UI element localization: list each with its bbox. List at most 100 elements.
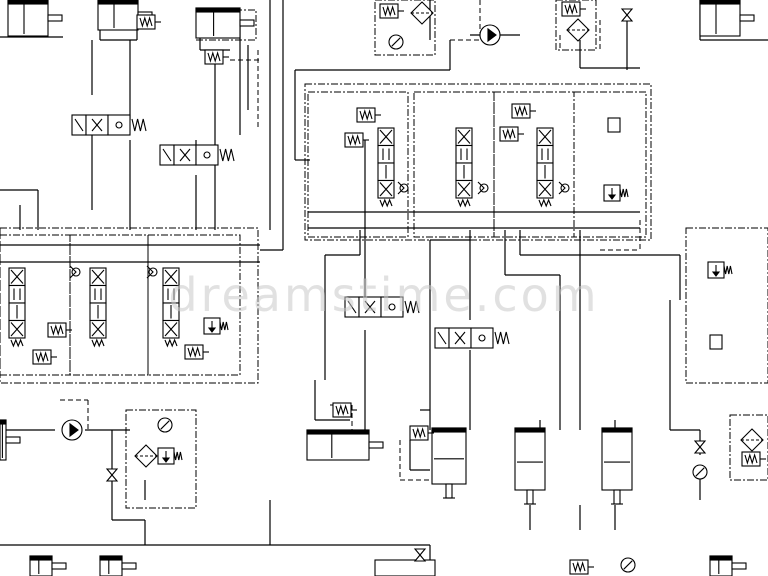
spring [50, 324, 64, 336]
filter-icon [566, 18, 590, 42]
cylinder-barrel [601, 427, 633, 491]
manifold-block [374, 559, 436, 576]
spring [457, 198, 471, 208]
spring [139, 16, 153, 28]
manifold-block [374, 0, 436, 56]
filter-icon [134, 444, 158, 468]
pressure-gauge-icon [157, 417, 173, 433]
piston-rod [445, 483, 453, 499]
check-seat [558, 181, 566, 195]
port [203, 151, 211, 159]
flow-arrow [179, 148, 191, 162]
solenoid-valve-icon [434, 327, 510, 349]
spring [347, 134, 361, 146]
manifold-block [573, 91, 647, 238]
manifold-block [307, 91, 409, 238]
manifold-block [69, 234, 149, 376]
spring [10, 338, 24, 348]
shutoff-body [413, 548, 427, 562]
spring [538, 198, 552, 208]
manifold-block [555, 0, 597, 51]
flow-arrow [10, 322, 24, 337]
cylinder-cap [709, 555, 733, 561]
spring [219, 321, 229, 331]
spring [723, 265, 733, 275]
shutoff-body [105, 468, 119, 482]
check-seat [146, 265, 154, 279]
hydraulic-cylinder-icon [306, 429, 384, 461]
hydraulic-pump-icon [479, 24, 501, 46]
check-seat [69, 265, 77, 279]
directional-valve-icon [89, 267, 107, 348]
manifold-block [685, 227, 768, 384]
relief-valve-icon [332, 402, 357, 418]
relief-valve-icon [741, 451, 766, 467]
cylinder-barrel [97, 0, 139, 31]
cylinder-cap [7, 0, 49, 5]
flow-arrow [379, 129, 393, 144]
pressure-gauge-icon [692, 464, 708, 480]
check-valve-icon [397, 181, 409, 195]
flow-arrow [538, 129, 552, 144]
check-seat [477, 181, 485, 195]
flow-arrow [164, 269, 178, 284]
filter-icon [740, 428, 764, 452]
hydraulic-cylinder-icon [601, 427, 633, 505]
gauge-needle [623, 560, 633, 570]
pressure-gauge-icon [388, 34, 404, 50]
solenoid-coil [74, 118, 84, 132]
piston-rod [239, 19, 255, 27]
relief-valve-icon [379, 3, 404, 19]
relief-valve-icon [511, 103, 536, 119]
relief-valve-icon [184, 344, 209, 360]
cylinder-barrel [431, 427, 467, 485]
check-valve-icon [146, 265, 158, 279]
valve-envelope [89, 284, 107, 304]
flow-arrow [91, 269, 105, 284]
port [115, 121, 123, 129]
spring [744, 453, 758, 465]
relief-valve-icon [32, 349, 57, 365]
flow-arrow [457, 182, 471, 197]
flow-arrow [91, 322, 105, 337]
valve-envelope [162, 284, 180, 304]
solenoid-coil [437, 331, 447, 345]
spring [412, 427, 426, 439]
flow-arrow [454, 331, 466, 345]
spring [164, 338, 178, 348]
cylinder-cap [99, 555, 123, 561]
relief-arrowhead [607, 194, 617, 200]
valve-envelope [377, 144, 395, 164]
flow-arrow [538, 182, 552, 197]
shutoff-body [693, 440, 707, 454]
spring [404, 300, 420, 314]
spring [514, 105, 528, 117]
cylinder-cap [0, 419, 7, 425]
solenoid-valve-icon [344, 296, 420, 318]
directional-valve-icon [162, 267, 180, 348]
gauge-needle [695, 467, 705, 477]
valve-envelope [8, 284, 26, 304]
hydraulic-cylinder-icon [0, 419, 21, 461]
cylinder-cap [195, 7, 241, 13]
shutoff-valve-icon [620, 8, 634, 22]
relief-valve-icon [356, 107, 381, 123]
pilot-valve [607, 117, 621, 133]
manifold-block [729, 414, 768, 481]
relief-valve-icon [136, 14, 161, 30]
port [478, 334, 486, 342]
cylinder-cap [699, 0, 741, 5]
hydraulic-cylinder-icon [97, 0, 153, 31]
solenoid-valve-icon [159, 144, 235, 166]
cylinder-barrel [0, 419, 7, 461]
check-valve-icon [69, 265, 81, 279]
relief-valve-icon [561, 1, 586, 17]
pressure-gauge-icon [620, 557, 636, 573]
pilot-valve [709, 334, 723, 350]
spring [91, 338, 105, 348]
spring [219, 148, 235, 162]
filter-icon [410, 1, 434, 25]
hydraulic-cylinder-icon [699, 0, 755, 37]
flow-arrow [10, 269, 24, 284]
